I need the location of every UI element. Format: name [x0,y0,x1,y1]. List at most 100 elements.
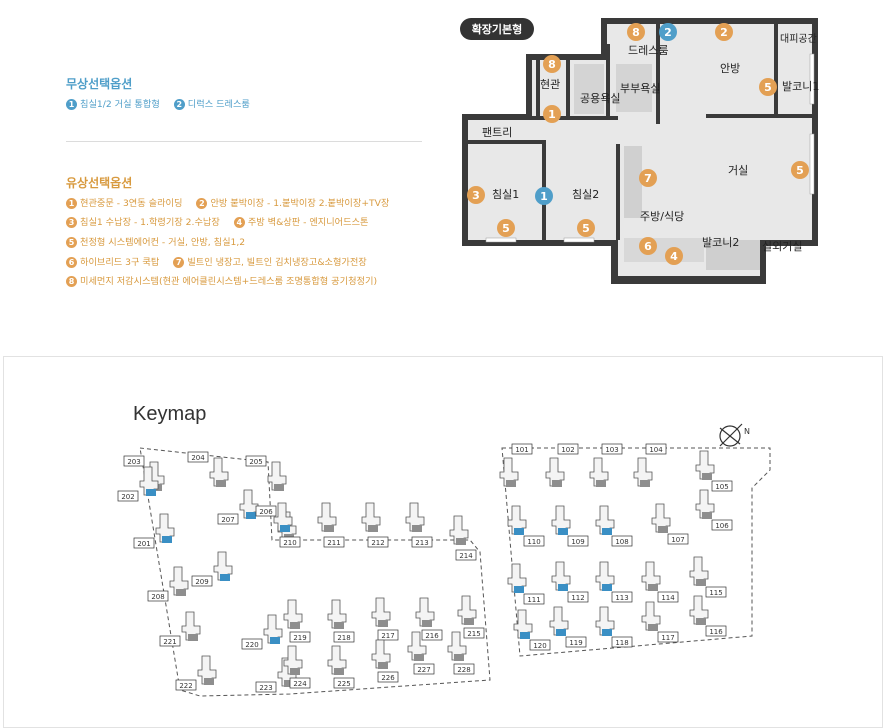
option-number-badge: 5 [66,237,77,248]
building-106[interactable]: 106 [695,489,733,531]
building-220[interactable]: 220 [241,614,283,650]
building-210[interactable]: 210 [273,502,301,548]
building-213[interactable]: 213 [405,502,433,548]
building-104[interactable]: 104 [633,443,667,487]
building-119[interactable]: 119 [549,606,587,648]
building-label: 111 [527,596,540,604]
building-label-box [255,681,277,693]
building-unit-fill [456,538,466,545]
svg-text:2: 2 [664,26,672,39]
building-unit-fill [188,634,198,641]
building-label-box [411,536,433,548]
building-label-box [705,625,727,637]
building-204[interactable]: 204 [187,451,229,487]
building-108[interactable]: 108 [595,505,633,547]
building-label: 201 [137,540,150,548]
building-110[interactable]: 110 [507,505,545,547]
building-unit-fill [602,528,612,535]
building-unit-fill [640,480,650,487]
room-balcony2: 발코니2 [702,236,739,249]
building-211[interactable]: 211 [317,502,345,548]
building-116[interactable]: 116 [689,595,727,637]
building-label: 115 [709,589,722,597]
building-221[interactable]: 221 [159,611,201,647]
building-217[interactable]: 217 [371,597,399,641]
building-208[interactable]: 208 [147,566,189,602]
building-101[interactable]: 101 [499,443,533,487]
paid-option-text: 하이브리드 3구 쿡탑 [80,257,160,268]
svg-text:6: 6 [644,240,652,253]
building-unit-fill [216,480,226,487]
building-label-box [421,629,443,641]
building-109[interactable]: 109 [551,505,589,547]
building-label: 202 [121,493,134,501]
building-103[interactable]: 103 [589,443,623,487]
building-207[interactable]: 207 [217,489,259,525]
building-unit-fill [334,668,344,675]
building-115[interactable]: 115 [689,556,727,598]
svg-text:5: 5 [796,164,804,177]
building-label-box [191,575,213,587]
building-label: 226 [381,674,395,682]
building-117[interactable]: 117 [641,601,679,643]
building-label: 118 [615,639,628,647]
building-222[interactable]: 222 [175,655,217,691]
building-unit-fill [558,584,568,591]
keymap-title: Keymap [133,403,207,425]
room-dressroom: 드레스룸 [628,44,668,57]
building-102[interactable]: 102 [545,443,579,487]
building-215[interactable]: 215 [457,595,485,639]
building-224[interactable]: 224 [283,645,311,689]
building-212[interactable]: 212 [361,502,389,548]
building-unit-fill [520,632,530,639]
building-114[interactable]: 114 [641,561,679,603]
building-105[interactable]: 105 [695,450,733,492]
building-label-box [377,671,399,683]
building-120[interactable]: 120 [513,609,551,651]
room-kitchen: 주방/식당 [640,210,684,223]
building-label-box [705,586,727,598]
svg-text:1: 1 [548,108,556,121]
building-113[interactable]: 113 [595,561,633,603]
building-label-box [413,663,435,675]
room-master: 안방 [720,62,740,75]
site-boundary-left [139,447,491,697]
building-216[interactable]: 216 [415,597,443,641]
building-214[interactable]: 214 [449,515,477,561]
building-112[interactable]: 112 [551,561,589,603]
building-unit-fill [658,526,668,533]
building-unit-fill [204,678,214,685]
building-label: 208 [151,593,164,601]
paid-option-text: 현관중문 - 3연동 슬라이딩 [80,198,183,209]
building-219[interactable]: 219 [283,599,311,643]
plan-type-label: 확장기본형 [472,22,523,36]
room-evac: 대피공간 [780,33,817,45]
building-111[interactable]: 111 [507,563,545,605]
building-225[interactable]: 225 [327,645,355,689]
building-226[interactable]: 226 [371,639,399,683]
building-218[interactable]: 218 [327,599,355,643]
building-205[interactable]: 205 [245,455,287,491]
building-202[interactable]: 202 [117,466,159,502]
building-label-box [463,627,485,639]
building-label-box [611,636,633,648]
building-label: 205 [249,458,262,466]
building-209[interactable]: 209 [191,551,233,587]
building-label: 216 [425,632,439,640]
building-201[interactable]: 201 [133,513,175,549]
building-label: 104 [649,446,663,454]
building-228[interactable]: 228 [447,631,475,675]
building-107[interactable]: 107 [651,503,689,545]
svg-text:N: N [744,427,750,436]
building-unit-fill [280,525,290,532]
building-label-box [455,549,477,561]
building-118[interactable]: 118 [595,606,633,648]
paid-option-text: 주방 벽&상판 - 엔지니어드스톤 [247,217,369,228]
building-label-box [657,631,679,643]
building-label-box [557,443,579,455]
paid-options-title: 유상선택옵션 [66,176,133,190]
building-227[interactable]: 227 [407,631,435,675]
